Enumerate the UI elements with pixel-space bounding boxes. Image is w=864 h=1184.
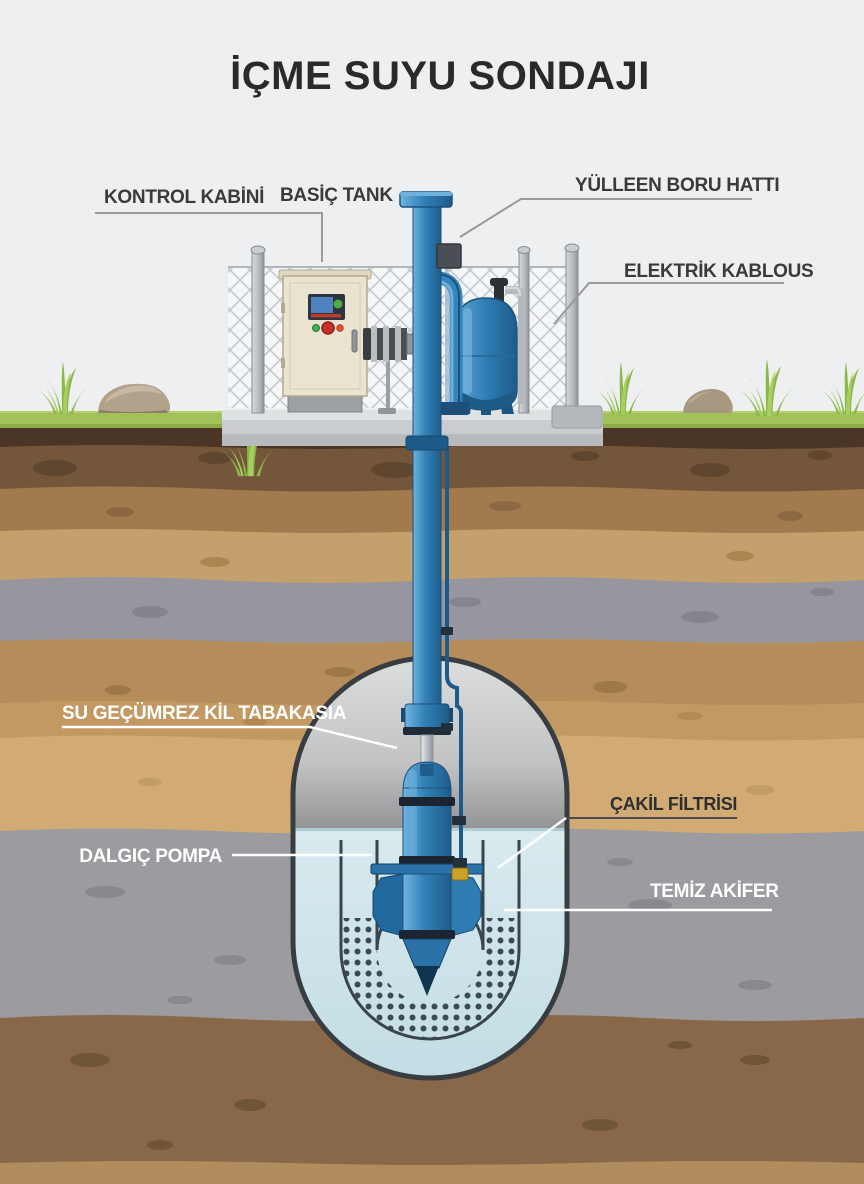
clay-layer-label: SU GEÇÜMREZ KİL TABAKASIA (62, 703, 347, 724)
callout-clay-layer: SU GEÇÜMREZ KİL TABAKASIA (62, 703, 398, 750)
clean-aquifer-label: TEMİZ AKİFER (650, 881, 779, 902)
control-cabinet (278, 269, 372, 413)
soil-layers (0, 428, 864, 1184)
discharge-pipeline-leader (459, 198, 752, 238)
callout-gravel-filter: ÇAKİL FİLTRİSI (497, 794, 737, 870)
control-cabinet-leader (95, 212, 323, 262)
callout-electric-cable: ELEKTRİK KABLOUS (553, 261, 814, 325)
pressure-tank-label: BASİÇ TANK (280, 185, 393, 206)
callout-submersible-pump: DALGIÇ POMPA (79, 846, 372, 867)
discharge-pipeline-label: YÜLLEEN BORU HATTI (575, 175, 779, 196)
rock-left (98, 383, 171, 413)
callout-clean-aquifer: TEMİZ AKİFER (504, 881, 780, 912)
tank-valve (494, 282, 504, 302)
pump-shaft (420, 734, 434, 766)
pump-motor-coupling (363, 326, 418, 414)
cable-connector (451, 867, 469, 881)
submersible-pump (370, 703, 484, 996)
junction-box (436, 243, 462, 269)
pipe-floor-collar (405, 435, 449, 451)
callout-control-cabinet: KONTROL KABİNİ (95, 187, 323, 262)
electric-cable-label: ELEKTRİK KABLOUS (624, 261, 813, 282)
branch-pipe (437, 271, 469, 415)
fence-post-left (251, 249, 265, 414)
cabinet-display (308, 294, 345, 320)
callout-discharge-pipeline: YÜLLEEN BORU HATTI (459, 175, 780, 238)
fence-post-right (565, 247, 579, 411)
soil-speckles (33, 450, 834, 1150)
electric-conduit (505, 286, 526, 404)
pressure-tank (454, 278, 518, 415)
page-title: İÇME SUYU SONDAJI (230, 54, 650, 98)
cabinet-handle (351, 329, 358, 353)
rock-right (683, 389, 733, 413)
clay-layer-leader (62, 725, 398, 750)
post-footing (551, 405, 603, 429)
callout-pressure-tank: BASİÇ TANK (280, 185, 394, 206)
control-cabinet-label: KONTROL KABİNİ (104, 187, 264, 208)
electric-cable-leader (553, 282, 784, 325)
pump-tip (415, 966, 439, 996)
cabinet-buttons (312, 321, 344, 335)
gravel-filter-leader (497, 816, 567, 870)
submersible-pump-label: DALGIÇ POMPA (79, 846, 222, 867)
gravel-filter-label: ÇAKİL FİLTRİSI (610, 794, 737, 814)
pump-cable (441, 266, 469, 881)
